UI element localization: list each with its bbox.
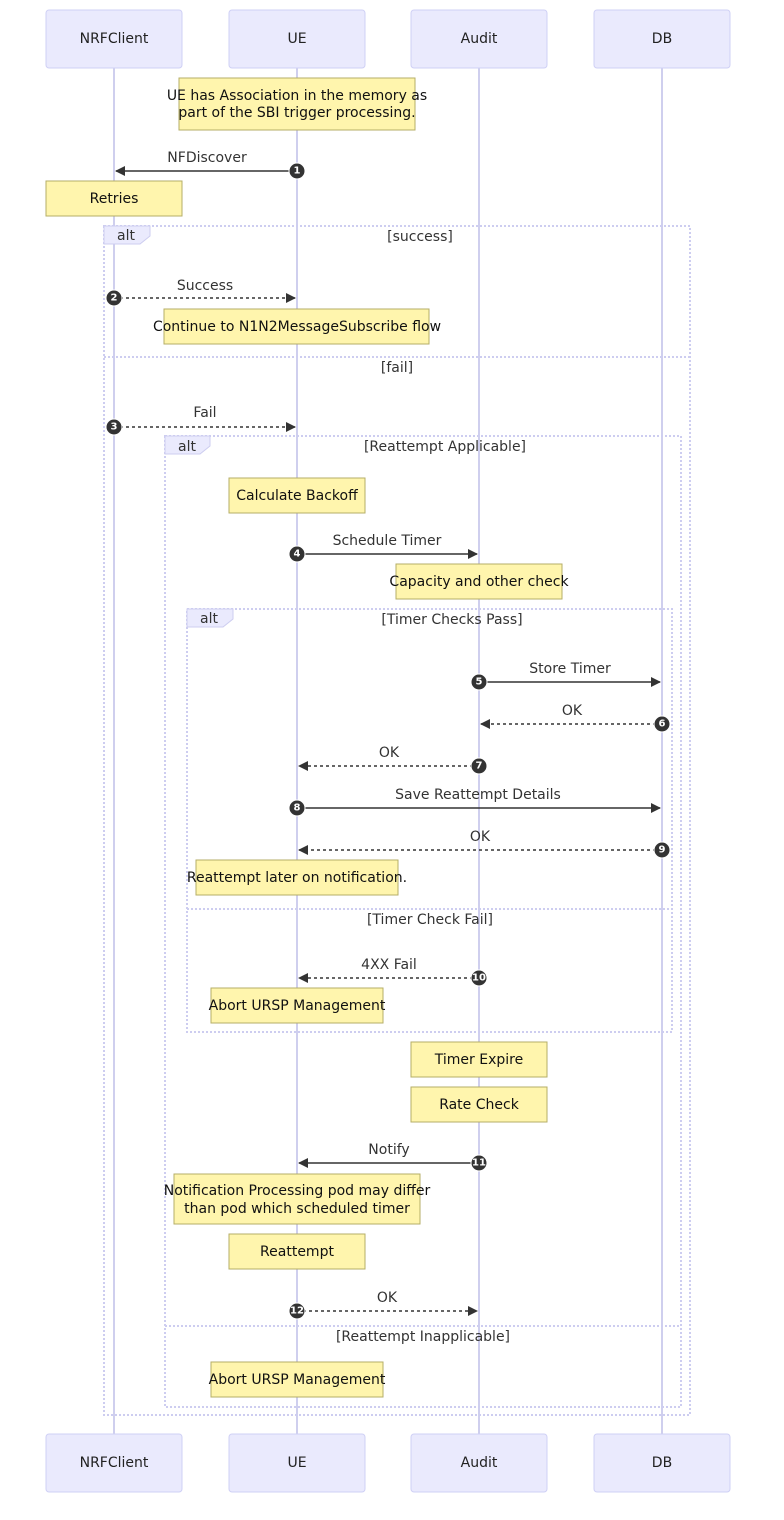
svg-text:Rate Check: Rate Check (439, 1097, 520, 1113)
sequence-number: 6 (659, 719, 666, 730)
message-schedule-timer: Schedule Timer 4 (288, 533, 478, 563)
message-save-reattempt-details: Save Reattempt Details 8 (288, 787, 661, 817)
svg-text:Schedule Timer: Schedule Timer (333, 533, 442, 549)
frame-tag-alt: alt (200, 611, 218, 627)
svg-text:4XX Fail: 4XX Fail (361, 957, 417, 973)
svg-text:Notify: Notify (368, 1142, 409, 1158)
svg-text:Success: Success (177, 278, 233, 294)
sequence-number: 2 (111, 293, 118, 304)
svg-text:Fail: Fail (193, 405, 216, 421)
condition-fail: [fail] (381, 360, 413, 376)
actor-label-ue: UE (287, 1455, 306, 1471)
note-ue-association: UE has Association in the memory as part… (167, 77, 427, 131)
actor-box-nrfclient (45, 1433, 183, 1493)
message-4xx-fail: 4XX Fail 10 (298, 957, 488, 987)
svg-text:Reattempt later on notificatio: Reattempt later on notification. (187, 870, 407, 886)
note-capacity-check: Capacity and other check (389, 563, 569, 600)
note-abort-ursp-1: Abort URSP Management (209, 987, 386, 1024)
note-rate-check: Rate Check (410, 1086, 548, 1123)
svg-text:Capacity and other check: Capacity and other check (389, 574, 569, 590)
svg-text:part of the SBI trigger proces: part of the SBI trigger processing. (178, 105, 415, 121)
condition-timer-check-fail: [Timer Check Fail] (367, 912, 493, 928)
svg-text:Retries: Retries (90, 191, 139, 207)
message-success: Success 2 (105, 278, 296, 307)
sequence-number: 5 (476, 677, 483, 688)
note-reattempt-later: Reattempt later on notification. (187, 859, 407, 896)
frame-alt-timer: alt [Timer Checks Pass] [Timer Check Fai… (186, 608, 673, 1033)
message-store-timer: Store Timer 5 (470, 661, 661, 691)
actor-box-ue (228, 9, 366, 69)
actor-box-audit (410, 1433, 548, 1493)
sequence-number: 7 (476, 761, 483, 772)
note-timer-expire: Timer Expire (410, 1041, 548, 1078)
svg-text:OK: OK (470, 829, 491, 845)
actor-label-nrfclient: NRFClient (80, 1455, 149, 1471)
actor-box-db (593, 9, 731, 69)
svg-text:OK: OK (379, 745, 400, 761)
frame-alt-reattempt: alt [Reattempt Applicable] [Reattempt In… (164, 435, 682, 1408)
frame-tag-alt: alt (117, 228, 135, 244)
svg-text:Notification Processing pod ma: Notification Processing pod may differ (164, 1183, 431, 1199)
svg-text:OK: OK (562, 703, 583, 719)
svg-text:OK: OK (377, 1290, 398, 1306)
message-fail: Fail 3 (105, 405, 296, 436)
sequence-number: 11 (472, 1158, 486, 1169)
message-ok: OK 7 (298, 745, 488, 775)
svg-text:Abort URSP Management: Abort URSP Management (209, 1372, 386, 1388)
actor-box-db (593, 1433, 731, 1493)
message-notify: Notify 11 (298, 1142, 488, 1172)
note-notification-pod: Notification Processing pod may differ t… (164, 1173, 431, 1225)
sequence-number: 10 (472, 973, 486, 984)
condition-reattempt-applicable: [Reattempt Applicable] (364, 439, 526, 455)
actors-top: NRFClient UE Audit DB (45, 9, 731, 69)
svg-text:UE has Association in the memo: UE has Association in the memory as (167, 88, 427, 104)
note-calculate-backoff: Calculate Backoff (228, 477, 366, 514)
actor-label-audit: Audit (461, 31, 498, 47)
actor-label-nrfclient: NRFClient (80, 31, 149, 47)
note-continue-flow: Continue to N1N2MessageSubscribe flow (153, 308, 441, 345)
note-retries: Retries (45, 180, 183, 217)
actor-label-ue: UE (287, 31, 306, 47)
sequence-number: 3 (111, 422, 118, 433)
svg-text:Abort URSP Management: Abort URSP Management (209, 998, 386, 1014)
actor-label-db: DB (652, 1455, 672, 1471)
note-reattempt: Reattempt (228, 1233, 366, 1270)
sequence-number: 8 (294, 803, 301, 814)
svg-text:NFDiscover: NFDiscover (167, 150, 247, 166)
actor-label-db: DB (652, 31, 672, 47)
actor-box-audit (410, 9, 548, 69)
actor-box-nrfclient (45, 9, 183, 69)
svg-text:Continue to N1N2MessageSubscri: Continue to N1N2MessageSubscribe flow (153, 319, 441, 335)
svg-text:Save Reattempt Details: Save Reattempt Details (395, 787, 561, 803)
message-ok: OK 6 (480, 703, 671, 733)
condition-reattempt-inapplicable: [Reattempt Inapplicable] (336, 1329, 510, 1345)
message-nfdiscover: NFDiscover 1 (115, 150, 306, 180)
svg-text:Calculate Backoff: Calculate Backoff (236, 488, 358, 504)
note-abort-ursp-2: Abort URSP Management (209, 1361, 386, 1398)
svg-text:Reattempt: Reattempt (260, 1244, 334, 1260)
notes: UE has Association in the memory as part… (45, 77, 569, 1398)
condition-timer-checks-pass: [Timer Checks Pass] (381, 612, 522, 628)
sequence-number: 1 (294, 166, 301, 177)
frame-tag-alt: alt (178, 439, 196, 455)
sequence-number: 12 (290, 1306, 304, 1317)
message-ok: OK 9 (298, 829, 671, 859)
sequence-number: 9 (659, 845, 666, 856)
condition-success: [success] (387, 229, 453, 245)
message-ok: OK 12 (288, 1290, 478, 1320)
frame-alt-outer: alt [success] [fail] (103, 225, 691, 1416)
actor-label-audit: Audit (461, 1455, 498, 1471)
messages: NFDiscover 1 Success 2 Fail 3 Schedule T… (105, 150, 671, 1320)
svg-text:than pod which scheduled timer: than pod which scheduled timer (184, 1201, 410, 1217)
sequence-number: 4 (294, 549, 301, 560)
svg-text:Timer Expire: Timer Expire (434, 1052, 523, 1068)
svg-text:Store Timer: Store Timer (529, 661, 611, 677)
actors-bottom: NRFClient UE Audit DB (45, 1433, 731, 1493)
actor-box-ue (228, 1433, 366, 1493)
